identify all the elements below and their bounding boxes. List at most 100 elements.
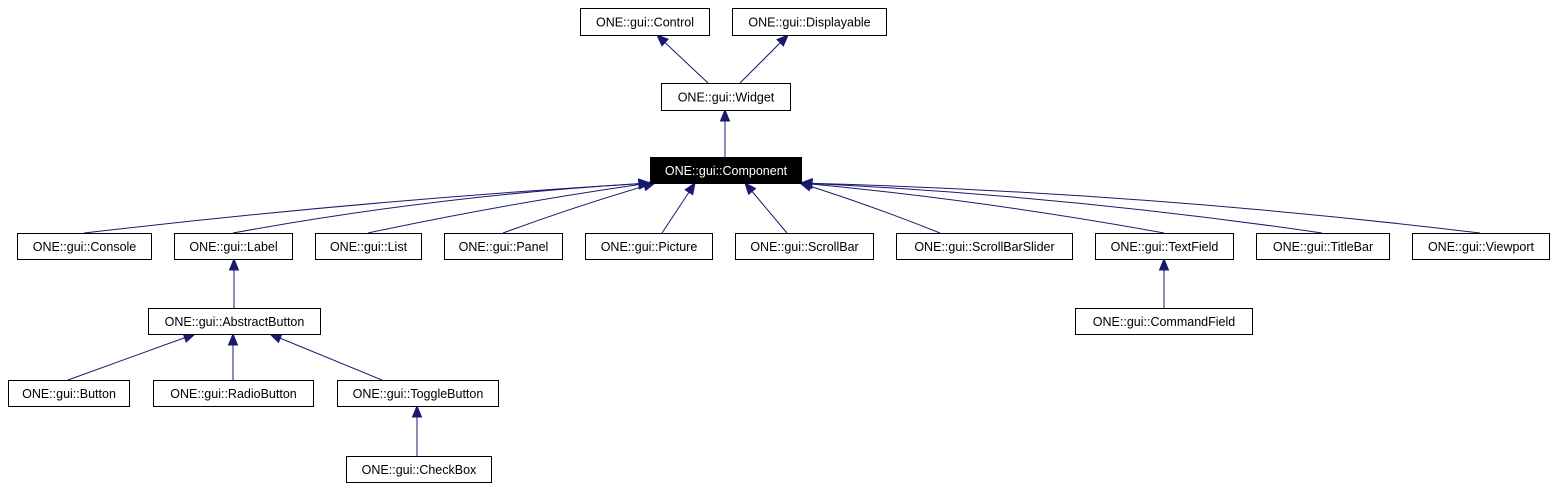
class-node-checkbox[interactable]: ONE::gui::CheckBox <box>346 456 492 483</box>
class-node-scrollbar[interactable]: ONE::gui::ScrollBar <box>735 233 874 260</box>
class-node-box <box>174 233 293 260</box>
edge-console-to-component <box>83 178 652 234</box>
class-node-box <box>337 380 499 407</box>
class-node-label: ONE::gui::AbstractButton <box>165 315 305 329</box>
class-node-label: ONE::gui::ScrollBar <box>750 240 858 254</box>
class-node-displayable[interactable]: ONE::gui::Displayable <box>732 8 887 36</box>
class-node-box <box>896 233 1073 260</box>
edge-widget-to-control <box>656 34 709 84</box>
class-node-label: ONE::gui::ScrollBarSlider <box>914 240 1054 254</box>
class-node-label: ONE::gui::Console <box>33 240 137 254</box>
edge-line <box>269 333 383 381</box>
edge-picture-to-component <box>661 181 696 234</box>
class-node-label: ONE::gui::List <box>330 240 408 254</box>
class-node-console[interactable]: ONE::gui::Console <box>17 233 152 260</box>
class-node-commandfield[interactable]: ONE::gui::CommandField <box>1075 308 1253 335</box>
inheritance-arrowhead <box>656 34 669 47</box>
class-node-box <box>346 456 492 483</box>
inheritance-arrowhead <box>684 181 696 196</box>
edge-checkbox-to-togglebutton <box>411 404 423 456</box>
class-node-box <box>1095 233 1234 260</box>
class-node-list[interactable]: ONE::gui::List <box>315 233 422 260</box>
edge-line <box>800 182 1481 234</box>
class-node-picture[interactable]: ONE::gui::Picture <box>585 233 713 260</box>
edge-line <box>799 182 941 234</box>
class-node-label: ONE::gui::Component <box>665 164 788 178</box>
edge-line <box>232 182 651 234</box>
class-node-box <box>585 233 713 260</box>
class-node-box <box>661 83 791 111</box>
class-node-label: ONE::gui::Displayable <box>748 16 870 30</box>
edge-line <box>367 182 651 234</box>
class-node-box <box>732 8 887 36</box>
class-node-box <box>148 308 321 335</box>
class-node-abstractbutton[interactable]: ONE::gui::AbstractButton <box>148 308 321 335</box>
class-node-box <box>1075 308 1253 335</box>
class-node-viewport[interactable]: ONE::gui::Viewport <box>1412 233 1550 260</box>
inheritance-arrowhead <box>776 34 789 47</box>
inheritance-arrowhead <box>1158 257 1170 271</box>
inheritance-arrowhead <box>719 108 731 122</box>
edge-scrollbar-to-component <box>744 181 788 234</box>
edge-line <box>800 182 1165 234</box>
inheritance-arrowhead <box>227 332 239 346</box>
class-node-togglebutton[interactable]: ONE::gui::ToggleButton <box>337 380 499 407</box>
edge-commandfield-to-textfield <box>1158 257 1170 308</box>
edge-button-to-abstractbutton <box>67 332 197 381</box>
class-node-control[interactable]: ONE::gui::Control <box>580 8 710 36</box>
inheritance-arrowhead <box>228 257 240 271</box>
inheritance-arrowhead <box>799 178 813 189</box>
class-node-label: ONE::gui::CheckBox <box>362 463 477 477</box>
edge-line <box>502 182 656 234</box>
class-node-scrollbarslider[interactable]: ONE::gui::ScrollBarSlider <box>896 233 1073 260</box>
inheritance-arrowhead <box>411 404 423 418</box>
inheritance-arrowhead <box>268 333 283 344</box>
class-node-label: ONE::gui::Viewport <box>1428 240 1535 254</box>
class-node-textfield[interactable]: ONE::gui::TextField <box>1095 233 1234 260</box>
class-node-titlebar[interactable]: ONE::gui::TitleBar <box>1256 233 1390 260</box>
edge-radiobutton-to-abstractbutton <box>227 332 239 380</box>
class-node-component[interactable]: ONE::gui::Component <box>650 157 802 184</box>
class-node-label: ONE::gui::Picture <box>601 240 698 254</box>
edge-widget-to-displayable <box>739 34 789 84</box>
class-node-radiobutton[interactable]: ONE::gui::RadioButton <box>153 380 314 407</box>
inheritance-arrowhead <box>744 181 757 196</box>
class-node-label: ONE::gui::Label <box>189 240 277 254</box>
class-nodes: ONE::gui::Control ONE::gui::DisplayableON… <box>8 8 1550 483</box>
inheritance-edges <box>67 34 1481 456</box>
class-node-box <box>1412 233 1550 260</box>
class-node-box <box>17 233 152 260</box>
class-node-box <box>315 233 422 260</box>
edge-component-to-widget <box>719 108 731 157</box>
edge-titlebar-to-component <box>799 178 1323 234</box>
class-node-box <box>153 380 314 407</box>
class-node-label: ONE::gui::CommandField <box>1093 315 1235 329</box>
class-node-label: ONE::gui::RadioButton <box>170 387 297 401</box>
edge-viewport-to-component <box>799 178 1481 234</box>
class-node-box <box>1256 233 1390 260</box>
edge-list-to-component <box>367 179 652 234</box>
class-node-box <box>444 233 563 260</box>
class-node-panel[interactable]: ONE::gui::Panel <box>444 233 563 260</box>
class-node-label: ONE::gui::Control <box>596 16 694 30</box>
class-node-label: ONE::gui::Button <box>22 387 116 401</box>
class-node-label[interactable]: ONE::gui::Label <box>174 233 293 260</box>
class-node-label: ONE::gui::Widget <box>678 91 775 105</box>
edge-line <box>656 34 709 84</box>
class-node-button[interactable]: ONE::gui::Button <box>8 380 130 407</box>
class-node-widget[interactable]: ONE::gui::Widget <box>661 83 791 111</box>
class-node-box <box>8 380 130 407</box>
edge-line <box>67 333 196 381</box>
edge-line <box>800 182 1323 234</box>
class-node-box <box>580 8 710 36</box>
edge-line <box>83 182 651 234</box>
class-node-label: ONE::gui::Panel <box>459 240 549 254</box>
edge-togglebutton-to-abstractbutton <box>268 333 383 381</box>
class-node-box <box>735 233 874 260</box>
class-node-label: ONE::gui::TitleBar <box>1273 240 1373 254</box>
class-node-label: ONE::gui::ToggleButton <box>353 387 484 401</box>
edge-abstractbutton-to-label <box>228 257 240 308</box>
class-node-box <box>650 157 802 184</box>
edge-panel-to-component <box>502 181 657 234</box>
